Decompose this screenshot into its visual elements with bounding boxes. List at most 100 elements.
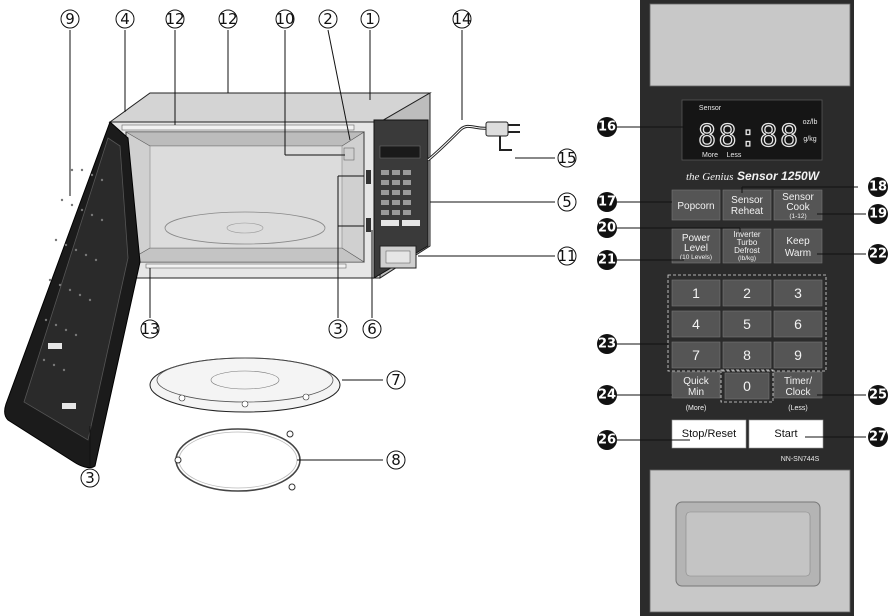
callout-8: 8 — [386, 450, 406, 470]
svg-text:14: 14 — [452, 10, 471, 28]
callout-24: 24 — [597, 385, 617, 405]
display-window: Sensor 88:88 oz/lb g/kg More Less — [681, 99, 823, 161]
svg-text:Sensor: Sensor — [699, 105, 722, 112]
callout-18: 18 — [868, 177, 888, 197]
svg-text:11: 11 — [557, 247, 576, 265]
microwave-illustration: 9 4 12 12 10 2 1 14 15 5 11 13 3 6 7 8 3 — [4, 9, 577, 492]
svg-text:(lb/kg): (lb/kg) — [738, 255, 756, 262]
svg-text:Sensor 1250W: Sensor 1250W — [737, 169, 821, 183]
svg-text:88:88: 88:88 — [698, 119, 798, 154]
svg-text:13: 13 — [140, 320, 159, 338]
callout-20: 20 — [597, 218, 617, 238]
svg-text:4: 4 — [120, 10, 130, 28]
key-4[interactable]: 4 — [671, 310, 721, 338]
svg-text:Cook: Cook — [786, 202, 810, 213]
callout-3b: 3 — [80, 468, 100, 488]
svg-text:Inverter: Inverter — [733, 230, 760, 239]
svg-text:15: 15 — [557, 149, 576, 167]
timer-clock-button[interactable]: Timer/ Clock — [773, 371, 823, 399]
key-6[interactable]: 6 — [773, 310, 823, 338]
svg-text:16: 16 — [598, 120, 616, 135]
svg-text:Quick: Quick — [683, 376, 710, 387]
callout-5: 5 — [557, 192, 577, 212]
svg-text:Power: Power — [682, 233, 711, 244]
svg-text:9: 9 — [794, 347, 802, 363]
keep-warm-button[interactable]: Keep Warm — [773, 228, 823, 264]
svg-text:23: 23 — [598, 337, 616, 352]
svg-text:Start: Start — [774, 428, 797, 440]
callout-4: 4 — [115, 9, 135, 29]
key-2[interactable]: 2 — [722, 279, 772, 307]
svg-text:8: 8 — [391, 451, 401, 469]
callout-26: 26 — [597, 430, 617, 450]
svg-text:19: 19 — [869, 207, 887, 222]
svg-text:5: 5 — [743, 316, 751, 332]
key-5[interactable]: 5 — [722, 310, 772, 338]
roller-ring — [174, 428, 301, 492]
quick-min-button[interactable]: Quick Min — [671, 371, 721, 399]
svg-text:4: 4 — [692, 316, 700, 332]
svg-text:Stop/Reset: Stop/Reset — [682, 428, 736, 440]
svg-text:Level: Level — [684, 243, 708, 254]
callout-21: 21 — [597, 250, 617, 270]
callout-9: 9 — [60, 9, 80, 29]
sensor-cook-button[interactable]: Sensor Cook (1-12) — [773, 189, 823, 221]
svg-text:(More): (More) — [686, 405, 707, 412]
svg-text:Timer/: Timer/ — [784, 376, 812, 387]
glass-tray — [149, 357, 341, 413]
svg-text:Sensor: Sensor — [782, 192, 814, 203]
control-panel: Sensor 88:88 oz/lb g/kg More Less the Ge… — [640, 0, 854, 616]
svg-text:Reheat: Reheat — [731, 206, 763, 217]
svg-text:20: 20 — [598, 221, 616, 236]
svg-text:6: 6 — [367, 320, 377, 338]
key-0[interactable]: 0 — [724, 372, 770, 400]
callout-15: 15 — [557, 148, 577, 168]
callout-12b: 12 — [218, 9, 238, 29]
svg-text:Warm: Warm — [785, 248, 811, 259]
svg-text:25: 25 — [869, 388, 887, 403]
power-level-button[interactable]: Power Level (10 Levels) — [671, 228, 721, 264]
inverter-turbo-defrost-button[interactable]: Inverter Turbo Defrost (lb/kg) — [722, 228, 772, 264]
callout-17: 17 — [597, 192, 617, 212]
svg-text:Less: Less — [727, 152, 742, 159]
svg-text:24: 24 — [598, 388, 616, 403]
svg-text:NN-SN744S: NN-SN744S — [781, 456, 820, 463]
callout-12a: 12 — [165, 9, 185, 29]
svg-text:the Genius: the Genius — [686, 171, 733, 183]
svg-text:2: 2 — [743, 285, 751, 301]
callout-2: 2 — [318, 9, 338, 29]
stop-reset-button[interactable]: Stop/Reset — [671, 419, 747, 449]
svg-text:0: 0 — [743, 378, 751, 394]
callout-11: 11 — [557, 246, 577, 266]
svg-text:26: 26 — [598, 433, 616, 448]
svg-text:3: 3 — [85, 469, 95, 487]
key-3[interactable]: 3 — [773, 279, 823, 307]
svg-text:g/kg: g/kg — [803, 136, 816, 143]
callout-25: 25 — [868, 385, 888, 405]
svg-text:Turbo: Turbo — [737, 238, 758, 247]
callout-19: 19 — [868, 204, 888, 224]
svg-text:(10 Levels): (10 Levels) — [680, 254, 712, 261]
svg-text:22: 22 — [869, 247, 887, 262]
svg-text:3: 3 — [794, 285, 802, 301]
key-9[interactable]: 9 — [773, 341, 823, 369]
svg-text:Clock: Clock — [785, 387, 811, 398]
callout-6: 6 — [362, 319, 382, 339]
svg-text:7: 7 — [692, 347, 700, 363]
sensor-reheat-button[interactable]: Sensor Reheat — [722, 189, 772, 221]
svg-text:5: 5 — [562, 193, 572, 211]
svg-text:oz/lb: oz/lb — [803, 119, 818, 126]
key-8[interactable]: 8 — [722, 341, 772, 369]
svg-text:Popcorn: Popcorn — [677, 201, 714, 212]
popcorn-button[interactable]: Popcorn — [671, 189, 721, 221]
callout-7: 7 — [386, 370, 406, 390]
callout-23: 23 — [597, 334, 617, 354]
svg-text:(1-12): (1-12) — [789, 213, 806, 220]
svg-text:7: 7 — [391, 371, 401, 389]
svg-text:1: 1 — [692, 285, 700, 301]
key-7[interactable]: 7 — [671, 341, 721, 369]
start-button[interactable]: Start — [748, 419, 824, 449]
svg-text:6: 6 — [794, 316, 802, 332]
key-1[interactable]: 1 — [671, 279, 721, 307]
